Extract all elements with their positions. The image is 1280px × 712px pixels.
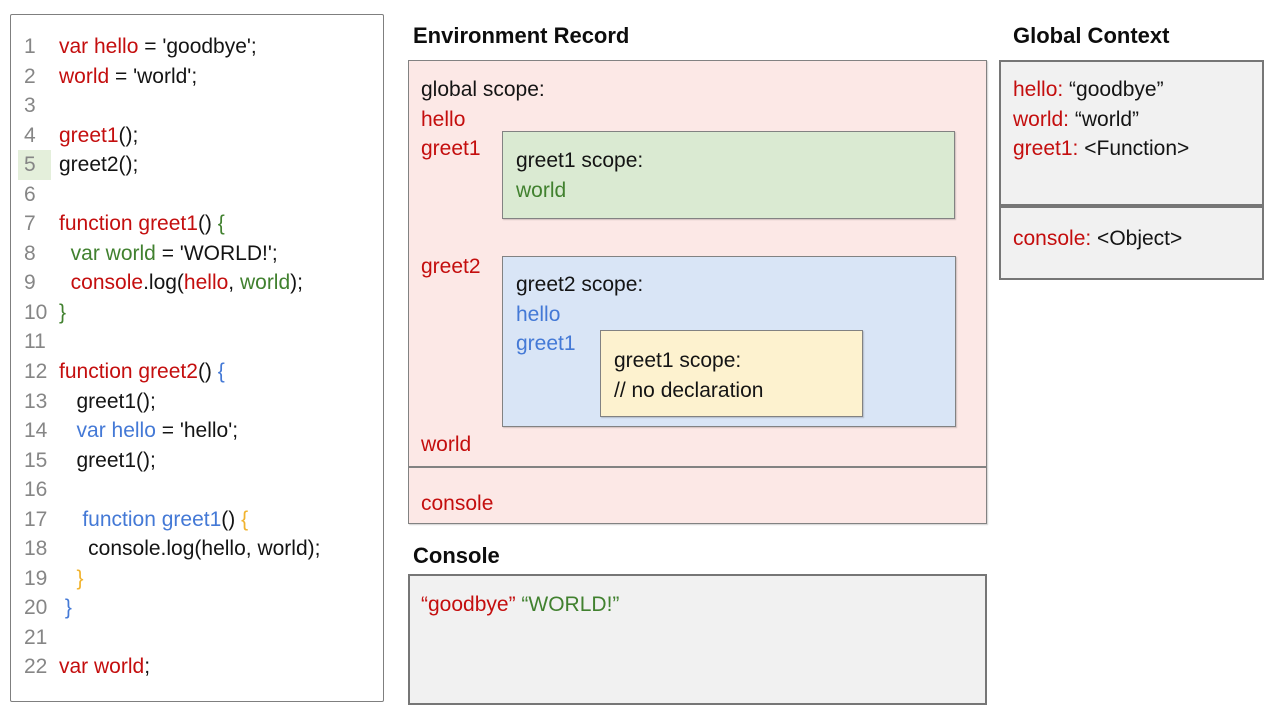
line-number: 20 (24, 596, 48, 620)
code-text: console.log(hello, world); (59, 537, 321, 561)
code-text: console.log(hello, world); (70, 271, 303, 295)
console-record-label: console (421, 492, 494, 515)
code-line: 6 (11, 180, 383, 210)
code-line: 2 world = 'world'; (11, 62, 383, 92)
code-text: function greet1() { (82, 507, 249, 531)
line-number: 17 (24, 507, 48, 531)
line-number: 7 (24, 212, 36, 236)
code-line: 8 var world = 'WORLD!'; (11, 239, 383, 269)
line-number: 12 (24, 360, 48, 384)
greet1-scope-box (502, 131, 955, 219)
global-scope-var-greet2: greet2 (421, 255, 481, 278)
global-scope-var-world: world (421, 433, 472, 456)
text-line: greet1 (516, 332, 576, 356)
code-text: var world = 'WORLD!'; (70, 241, 278, 265)
code-line: 10} (11, 298, 383, 328)
code-line: 1 var hello = 'goodbye'; (11, 32, 383, 62)
line-number: 6 (24, 182, 36, 206)
line-number: 3 (24, 94, 36, 118)
text-line: // no declaration (614, 378, 764, 402)
code-line: 4 greet1(); (11, 121, 383, 151)
console-output-box (408, 574, 987, 705)
text-line: hello: “goodbye” (1013, 78, 1164, 101)
line-number: 8 (24, 241, 36, 265)
code-line: 17 function greet1() { (11, 505, 383, 535)
line-number: 18 (24, 537, 48, 561)
line-number: 9 (24, 271, 36, 295)
code-text: greet2(); (59, 153, 139, 177)
text-line: hello (516, 302, 561, 326)
text-line: greet1 scope: (614, 349, 742, 372)
code-text: } (59, 300, 67, 324)
line-number: 21 (24, 625, 48, 649)
code-line: 16 (11, 475, 383, 505)
inner-greet1-scope-box (600, 330, 863, 417)
line-number: 2 (24, 64, 36, 88)
code-line: 11 (11, 327, 383, 357)
line-number: 10 (24, 300, 48, 324)
text-line: console: <Object> (1013, 227, 1183, 250)
code-line: 9 console.log(hello, world); (11, 268, 383, 298)
code-text: var world; (59, 655, 151, 679)
code-line: 20 } (11, 593, 383, 623)
line-number: 13 (24, 389, 48, 413)
text-line: greet1 scope: (516, 149, 644, 172)
code-line: 12 function greet2() { (11, 357, 383, 387)
code-text: greet1(); (59, 389, 156, 413)
code-text: } (76, 566, 84, 590)
code-line: 13 greet1(); (11, 387, 383, 417)
line-number: 22 (24, 655, 48, 679)
code-editor[interactable]: 1 var hello = 'goodbye'; 2 world = 'world';… (10, 14, 384, 702)
line-number: 19 (24, 566, 48, 590)
code-text: function greet1() { (59, 212, 225, 236)
text-line: greet2 scope: (516, 273, 644, 296)
console-title: Console (413, 543, 500, 568)
global-context-title: Global Context (1013, 23, 1170, 48)
code-text: } (64, 596, 72, 620)
code-text: greet1(); (59, 123, 139, 147)
code-lines: 1 var hello = 'goodbye'; 2 world = 'world';… (11, 32, 383, 682)
code-text: function greet2() { (59, 360, 225, 384)
global-context-console-box (999, 206, 1264, 280)
code-text: world = 'world'; (59, 64, 198, 88)
code-line: 7 function greet1() { (11, 209, 383, 239)
code-text: var hello = 'goodbye'; (59, 35, 257, 58)
code-line: 15 greet1(); (11, 446, 383, 476)
inner-greet1-scope-vars: greet1 scope: // no declaration (614, 346, 763, 405)
line-number: 16 (24, 478, 48, 502)
global-context-variables-box (999, 60, 1264, 206)
greet1-scope-vars: greet1 scope: world (516, 146, 643, 205)
code-line: 14 var hello = 'hello'; (11, 416, 383, 446)
global-context-console: console: <Object> (1013, 224, 1182, 254)
text-line: world: “world” (1013, 107, 1140, 131)
global-scope-vars: global scope: hello greet1 (421, 75, 545, 164)
line-number: 15 (24, 448, 48, 472)
code-line: 18 console.log(hello, world); (11, 534, 383, 564)
code-text: var hello = 'hello'; (76, 419, 239, 443)
text-line: global scope: (421, 78, 545, 101)
text-line: “goodbye” “WORLD!” (421, 593, 620, 616)
line-number: 14 (24, 419, 48, 443)
code-line: 3 (11, 91, 383, 121)
code-line: 21 (11, 623, 383, 653)
global-context-variables: hello: “goodbye” world: “world” greet1: <F… (1013, 75, 1189, 164)
code-line: 22 var world; (11, 652, 383, 682)
text-line: greet1 (421, 137, 481, 161)
text-line: greet1: <Function> (1013, 137, 1190, 161)
code-line: 19 } (11, 564, 383, 594)
line-number: 11 (24, 330, 46, 354)
console-record-box (408, 467, 987, 524)
environment-record-title: Environment Record (413, 23, 630, 48)
text-line: hello (421, 107, 466, 131)
code-text: greet1(); (59, 448, 156, 472)
console-output-text: “goodbye” “WORLD!” (421, 590, 619, 620)
greet2-scope-vars: greet2 scope: hello greet1 (516, 270, 643, 359)
line-number: 5 (11, 150, 59, 180)
line-number: 1 (24, 35, 36, 58)
text-line: world (516, 178, 567, 202)
line-number: 4 (24, 123, 36, 147)
